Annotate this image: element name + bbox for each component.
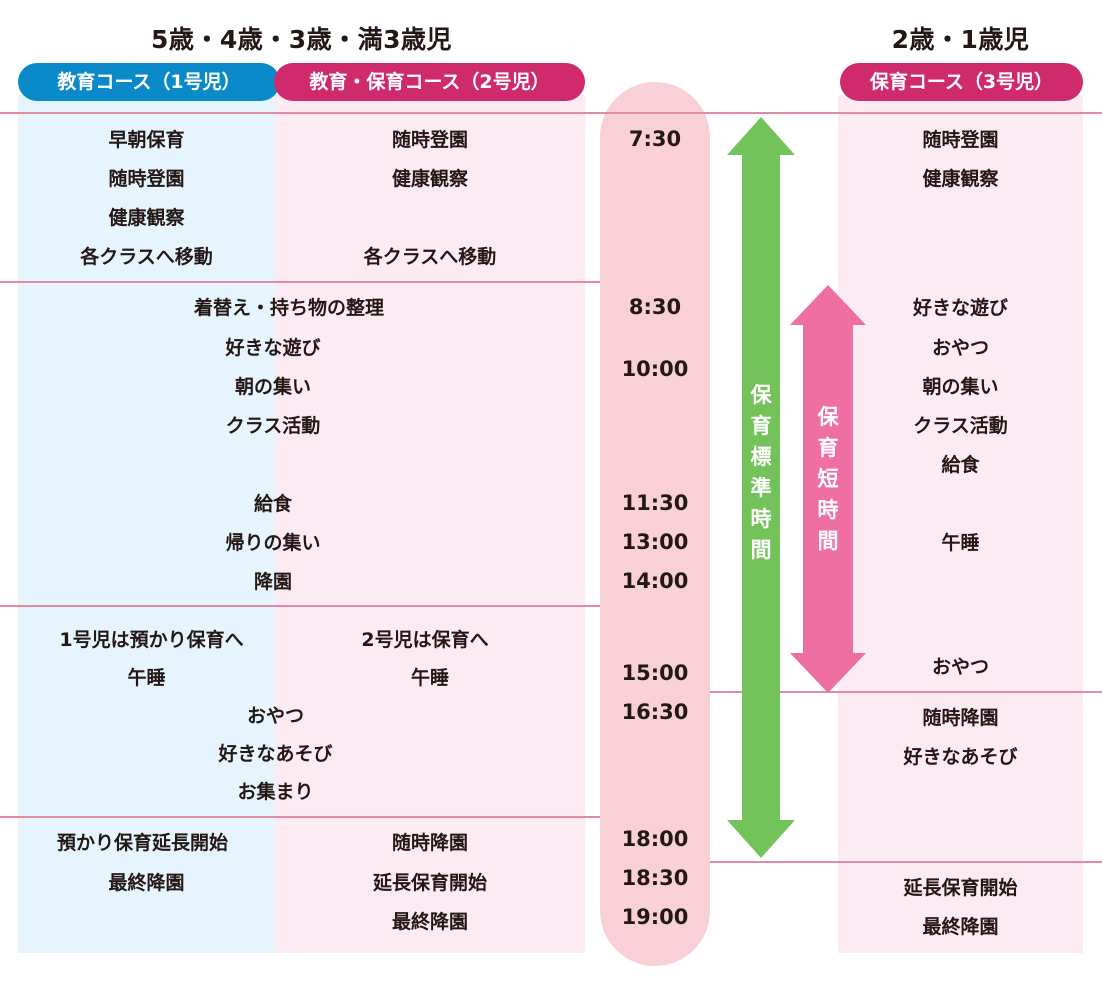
schedule-item: クラス活動	[913, 415, 1008, 437]
schedule-item: 各クラスへ移動	[363, 246, 497, 268]
time-label: 18:30	[621, 866, 689, 890]
schedule-item: おやつ	[246, 705, 304, 727]
schedule-item: 随時登園	[922, 129, 999, 151]
schedule-item: 健康観察	[391, 168, 468, 190]
schedule-item: 給食	[253, 493, 292, 515]
schedule-item: 各クラスへ移動	[80, 246, 213, 268]
schedule-item: 延長保育開始	[372, 872, 487, 894]
schedule-item: 好きな遊び	[912, 297, 1008, 319]
divider-line	[710, 691, 1102, 693]
standard-hours-arrow-icon	[727, 117, 795, 858]
schedule-item: 好きなあそび	[218, 743, 333, 765]
schedule-item: 健康観察	[922, 168, 999, 190]
short-hours-label: 保 育 短 時 間	[817, 405, 839, 553]
schedule-item: 最終降園	[922, 916, 999, 938]
schedule-item: 1号児は預かり保育へ	[59, 629, 244, 651]
time-label: 19:00	[621, 905, 689, 929]
schedule-item: 好きな遊び	[225, 337, 321, 359]
schedule-item: 給食	[941, 454, 980, 476]
schedule-item: 午睡	[127, 667, 166, 689]
time-label: 10:00	[621, 357, 689, 381]
schedule-item: 好きなあそび	[903, 746, 1018, 768]
schedule-item: 着替え・持ち物の整理	[193, 297, 384, 319]
divider-line	[0, 816, 600, 818]
course2-column-bg	[275, 95, 585, 953]
schedule-item: 預かり保育延長開始	[56, 832, 228, 854]
time-label: 13:00	[621, 530, 689, 554]
time-label: 15:00	[621, 661, 689, 685]
schedule-item: 早朝保育	[108, 129, 185, 151]
schedule-item: 随時登園	[391, 129, 468, 151]
course3-badge: 保育コース（3号児）	[840, 63, 1083, 101]
schedule-item: クラス活動	[225, 415, 321, 437]
divider-line	[0, 281, 600, 283]
younger-age-heading: 2歳・1歳児	[891, 25, 1030, 54]
schedule-item: 健康観察	[108, 207, 185, 229]
time-label: 7:30	[628, 127, 682, 151]
standard-hours-label: 保 育 標 準 時 間	[750, 383, 772, 562]
schedule-item: 最終降園	[391, 911, 468, 933]
schedule-item: 降園	[253, 571, 292, 593]
schedule-item: 随時登園	[108, 168, 185, 190]
divider-line	[0, 605, 600, 607]
schedule-item: お集まり	[237, 781, 314, 803]
course2-badge: 教育・保育コース（2号児）	[274, 63, 585, 101]
time-label: 18:00	[621, 827, 689, 851]
schedule-item: 午睡	[941, 532, 980, 554]
schedule-item: 延長保育開始	[903, 877, 1018, 899]
schedule-item: 朝の集い	[922, 376, 999, 398]
schedule-item: 2号児は保育へ	[361, 629, 489, 651]
course3-column-bg	[838, 95, 1083, 953]
schedule-item: 随時降園	[391, 832, 468, 854]
short-hours-arrow-icon	[790, 285, 866, 693]
course1-badge: 教育コース（1号児）	[18, 63, 280, 101]
schedule-item: 朝の集い	[234, 376, 311, 398]
divider-line	[710, 861, 1102, 863]
time-label: 11:30	[621, 491, 689, 515]
course1-column-bg	[18, 95, 275, 953]
older-age-heading: 5歳・4歳・3歳・満3歳児	[150, 25, 453, 54]
schedule-item: 最終降園	[108, 872, 185, 894]
schedule-item: 随時降園	[922, 707, 999, 729]
time-label: 14:00	[621, 569, 689, 593]
time-column-pill	[600, 82, 710, 966]
time-label: 16:30	[621, 700, 689, 724]
schedule-item: 帰りの集い	[225, 532, 321, 554]
schedule-item: おやつ	[931, 656, 989, 678]
time-label: 8:30	[628, 295, 682, 319]
divider-line	[0, 112, 1102, 114]
schedule-item: おやつ	[931, 337, 989, 359]
schedule-item: 午睡	[410, 667, 449, 689]
